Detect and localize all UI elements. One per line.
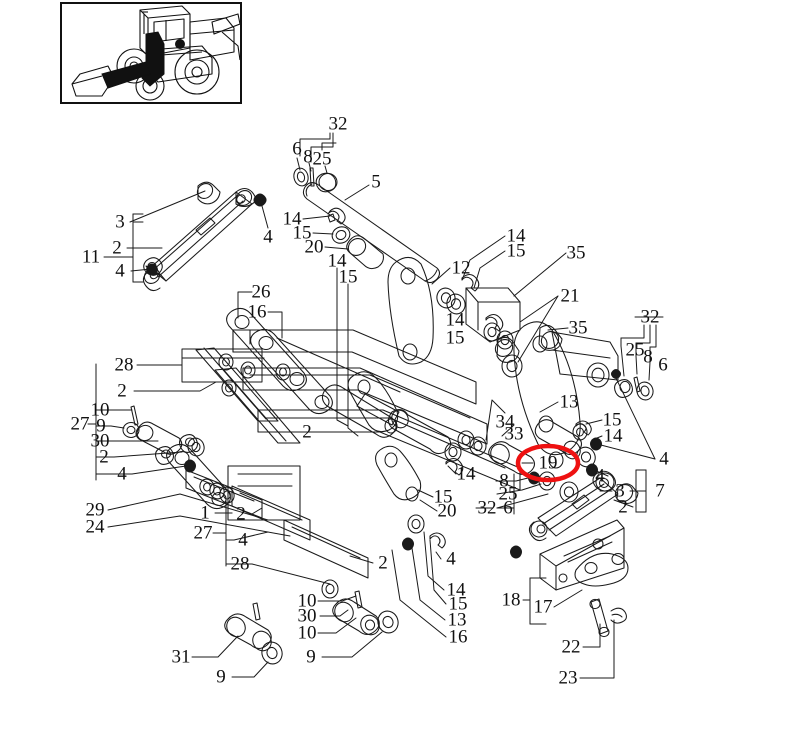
part-group-center-linkage bbox=[321, 256, 452, 502]
part-group-27-hardware bbox=[122, 405, 235, 504]
part-callout-4: 4 bbox=[117, 463, 127, 485]
part-callout-28: 28 bbox=[230, 553, 250, 575]
part-callout-6: 6 bbox=[658, 354, 668, 376]
part-callout-6: 6 bbox=[503, 497, 513, 519]
part-callout-15: 15 bbox=[448, 593, 468, 615]
part-group-bottom-14-15-13-16 bbox=[401, 514, 446, 551]
part-group-main-boom bbox=[185, 329, 521, 579]
part-callout-13: 13 bbox=[447, 609, 467, 631]
part-5-long-pin bbox=[302, 182, 441, 284]
part-callout-14: 14 bbox=[456, 463, 476, 485]
part-group-bottom-center-hardware bbox=[224, 579, 399, 665]
part-group-right-hardware bbox=[572, 368, 654, 451]
part-callout-32: 32 bbox=[477, 497, 497, 519]
part-group-upper-left-cylinder bbox=[142, 181, 267, 292]
part-callout-14: 14 bbox=[506, 225, 526, 247]
part-callout-16: 16 bbox=[448, 626, 468, 648]
part-callout-35: 35 bbox=[568, 317, 588, 339]
part-callout-15: 15 bbox=[292, 222, 312, 244]
part-callout-15: 15 bbox=[506, 240, 526, 262]
part-group-boom-head bbox=[436, 273, 521, 350]
part-callout-10: 10 bbox=[297, 590, 317, 612]
part-callout-17: 17 bbox=[533, 596, 553, 618]
part-group-28-washers bbox=[218, 353, 291, 397]
part-callout-4: 4 bbox=[238, 529, 248, 551]
part-callout-4: 4 bbox=[263, 226, 273, 248]
part-group-bucket-18-17 bbox=[539, 519, 629, 638]
part-callout-26: 26 bbox=[251, 281, 271, 303]
part-callout-34: 34 bbox=[495, 411, 515, 433]
part-callout-4: 4 bbox=[659, 448, 669, 470]
part-callout-2: 2 bbox=[378, 552, 388, 574]
machine-thumbnail bbox=[60, 2, 242, 104]
part-callout-4: 4 bbox=[115, 260, 125, 282]
part-callout-22: 22 bbox=[561, 636, 581, 658]
part-callout-33: 33 bbox=[504, 423, 524, 445]
part-callout-24: 24 bbox=[85, 516, 105, 538]
part-callout-35: 35 bbox=[566, 242, 586, 264]
part-callout-14: 14 bbox=[446, 579, 466, 601]
part-callout-14: 14 bbox=[327, 250, 347, 272]
part-callout-14: 14 bbox=[282, 208, 302, 230]
part-callout-6: 6 bbox=[292, 138, 302, 160]
part-callout-15: 15 bbox=[445, 327, 465, 349]
part-callout-27: 27 bbox=[70, 413, 90, 435]
part-callout-10: 10 bbox=[90, 399, 110, 421]
backhoe-loader-icon bbox=[71, 5, 240, 101]
part-callout-14: 14 bbox=[603, 425, 623, 447]
part-callout-18: 18 bbox=[501, 589, 521, 611]
part-callout-2: 2 bbox=[117, 380, 127, 402]
part-callout-9: 9 bbox=[96, 415, 106, 437]
part-callout-21: 21 bbox=[560, 285, 580, 307]
part-callout-9: 9 bbox=[216, 666, 226, 688]
part-callout-30: 30 bbox=[90, 430, 110, 452]
part-callout-8: 8 bbox=[499, 470, 509, 492]
part-callout-8: 8 bbox=[643, 346, 653, 368]
part-callout-25: 25 bbox=[625, 339, 645, 361]
part-callout-16: 16 bbox=[247, 301, 267, 323]
part-callout-12: 12 bbox=[451, 257, 471, 279]
part-callout-23: 23 bbox=[558, 667, 578, 689]
part-callout-14: 14 bbox=[445, 309, 465, 331]
part-callout-30: 30 bbox=[297, 605, 317, 627]
part-callout-25: 25 bbox=[498, 483, 518, 505]
part-callout-9: 9 bbox=[306, 646, 316, 668]
part-callout-28: 28 bbox=[114, 354, 134, 376]
part-callout-19: 19 bbox=[538, 452, 558, 474]
part-callout-11: 11 bbox=[81, 246, 101, 268]
part-callout-2: 2 bbox=[99, 446, 109, 468]
part-callout-2: 2 bbox=[236, 503, 246, 525]
part-callout-2: 2 bbox=[302, 421, 312, 443]
part-callout-20: 20 bbox=[437, 500, 457, 522]
part-callout-15: 15 bbox=[433, 486, 453, 508]
part-callout-3: 3 bbox=[615, 480, 625, 502]
part-callout-10: 10 bbox=[297, 622, 317, 644]
part-callout-25: 25 bbox=[312, 148, 332, 170]
part-callout-5: 5 bbox=[371, 171, 381, 193]
part-callout-15: 15 bbox=[338, 266, 358, 288]
part-callout-32: 32 bbox=[328, 113, 348, 135]
part-callout-2: 2 bbox=[112, 237, 122, 259]
part-callout-32: 32 bbox=[640, 306, 660, 328]
part-callout-3: 3 bbox=[115, 211, 125, 233]
part-callout-13: 13 bbox=[559, 391, 579, 413]
part-callout-31: 31 bbox=[171, 646, 191, 668]
part-callout-4: 4 bbox=[446, 548, 456, 570]
part-callout-2: 2 bbox=[618, 496, 628, 518]
part-callout-27: 27 bbox=[193, 522, 213, 544]
part-callout-29: 29 bbox=[85, 499, 105, 521]
part-callout-20: 20 bbox=[304, 236, 324, 258]
part-group-top-hardware bbox=[293, 167, 338, 193]
part-callout-15: 15 bbox=[602, 409, 622, 431]
part-callout-1: 1 bbox=[200, 502, 210, 524]
part-callout-8: 8 bbox=[303, 146, 313, 168]
part-callout-4: 4 bbox=[595, 465, 605, 487]
part-callout-7: 7 bbox=[655, 480, 665, 502]
